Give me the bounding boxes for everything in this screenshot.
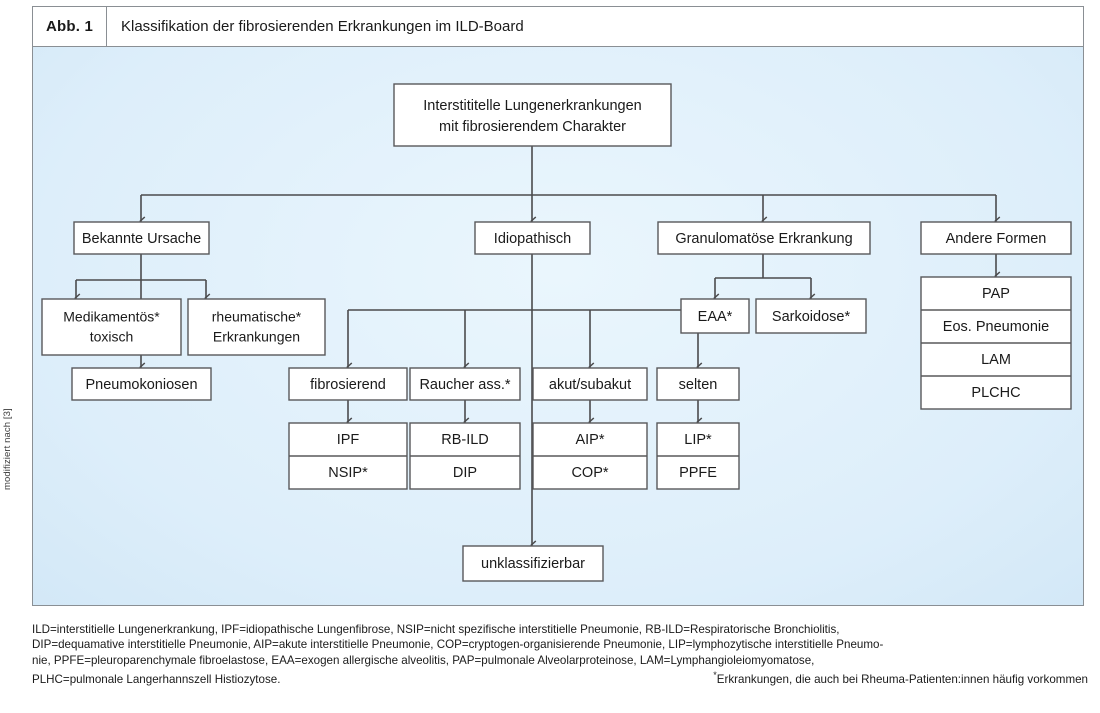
node-andere-formen-stack[interactable]: PAP Eos. Pneumonie LAM PLCHC (920, 276, 1072, 410)
node-andere-formen[interactable]: Andere Formen (920, 221, 1072, 255)
node-akut-subakut[interactable]: akut/subakut (532, 367, 648, 401)
node-bekannte-ursache-label: Bekannte Ursache (82, 231, 201, 247)
source-credit: modifiziert nach [3] (2, 408, 13, 490)
node-raucher-ass[interactable]: Raucher ass.* (409, 367, 521, 401)
node-ipf-label: IPF (337, 432, 360, 448)
flowchart-canvas: Interstititelle Lungenerkrankungen mit f… (33, 47, 1083, 605)
legend-footnote-row: PLHC=pulmonale Langerhannszell Histiozyt… (32, 668, 1088, 687)
node-rheumatische-line2: Erkrankungen (213, 329, 300, 345)
node-cop-label: COP* (571, 465, 608, 481)
node-sarkoidose-label: Sarkoidose* (772, 309, 851, 325)
node-aip-label: AIP* (575, 432, 604, 448)
node-unklassifizierbar[interactable]: unklassifizierbar (462, 545, 604, 582)
flowchart-svg: Interstititelle Lungenerkrankungen mit f… (41, 83, 1072, 582)
legend-line-3: nie, PPFE=pleuroparenchymale fibroelasto… (32, 653, 815, 667)
node-fibrosierend[interactable]: fibrosierend (288, 367, 408, 401)
legend-line-2: DIP=dequamative interstitielle Pneumonie… (32, 638, 884, 652)
node-root-line1: Interstititelle Lungenerkrankungen (423, 98, 641, 114)
node-idiopathisch-label: Idiopathisch (494, 231, 571, 247)
legend-footnote: *Erkrankungen, die auch bei Rheuma-Patie… (713, 668, 1088, 687)
node-rheumatische-line1: rheumatische* (212, 309, 302, 325)
node-granulomatoese-label: Granulomatöse Erkrankung (675, 231, 852, 247)
node-stack-fibrosierend[interactable]: IPF NSIP* (288, 422, 408, 490)
node-selten-label: selten (679, 377, 718, 393)
node-selten[interactable]: selten (656, 367, 740, 401)
node-medikamentoes-line2: toxisch (90, 329, 134, 345)
legend-footnote-text: Erkrankungen, die auch bei Rheuma-Patien… (716, 673, 1088, 687)
node-eaa[interactable]: EAA* (680, 298, 750, 334)
node-root[interactable]: Interstititelle Lungenerkrankungen mit f… (393, 83, 672, 147)
node-bekannte-ursache[interactable]: Bekannte Ursache (73, 221, 210, 255)
legend-block: ILD=interstitielle Lungenerkrankung, IPF… (32, 622, 1088, 687)
node-pneumokoniosen[interactable]: Pneumokoniosen (71, 367, 212, 401)
node-medikamentoes-line1: Medikamentös* (63, 309, 160, 325)
node-medikamentoes-toxisch[interactable]: Medikamentös* toxisch (41, 298, 182, 356)
node-plchc-label: PLCHC (971, 385, 1020, 401)
node-rheumatische-erkrankungen[interactable]: rheumatische* Erkrankungen (187, 298, 326, 356)
node-stack-selten[interactable]: LIP* PPFE (656, 422, 740, 490)
node-eos-pneumonie-label: Eos. Pneumonie (943, 319, 1049, 335)
node-ppfe-label: PPFE (679, 465, 717, 481)
node-nsip-label: NSIP* (328, 465, 368, 481)
node-idiopathisch[interactable]: Idiopathisch (474, 221, 591, 255)
node-stack-akut[interactable]: AIP* COP* (532, 422, 648, 490)
legend-line-1: ILD=interstitielle Lungenerkrankung, IPF… (32, 623, 840, 636)
caption-divider (106, 7, 107, 46)
node-lip-label: LIP* (684, 432, 712, 448)
figure-title: Klassifikation der fibrosierenden Erkran… (121, 18, 524, 35)
figure-number-label: Abb. 1 (45, 18, 94, 35)
node-stack-raucher[interactable]: RB-ILD DIP (409, 422, 521, 490)
node-unklassifizierbar-label: unklassifizierbar (481, 556, 585, 572)
node-raucher-ass-label: Raucher ass.* (419, 377, 510, 393)
node-granulomatoese-erkrankung[interactable]: Granulomatöse Erkrankung (657, 221, 871, 255)
node-andere-formen-label: Andere Formen (946, 231, 1047, 247)
asterisk-icon: * (713, 670, 717, 681)
node-fibrosierend-label: fibrosierend (310, 377, 386, 393)
node-rb-ild-label: RB-ILD (441, 432, 489, 448)
node-lam-label: LAM (981, 352, 1011, 368)
node-akut-subakut-label: akut/subakut (549, 377, 631, 393)
node-root-line2: mit fibrosierendem Charakter (439, 119, 626, 135)
node-pneumokoniosen-label: Pneumokoniosen (85, 377, 197, 393)
node-sarkoidose[interactable]: Sarkoidose* (755, 298, 867, 334)
node-pap-label: PAP (982, 286, 1010, 302)
node-eaa-label: EAA* (698, 309, 733, 325)
figure-caption-bar: Abb. 1 Klassifikation der fibrosierenden… (33, 7, 1083, 47)
node-dip-label: DIP (453, 465, 477, 481)
figure-container: Abb. 1 Klassifikation der fibrosierenden… (32, 6, 1084, 606)
legend-line-4: PLHC=pulmonale Langerhannszell Histiozyt… (32, 673, 281, 687)
